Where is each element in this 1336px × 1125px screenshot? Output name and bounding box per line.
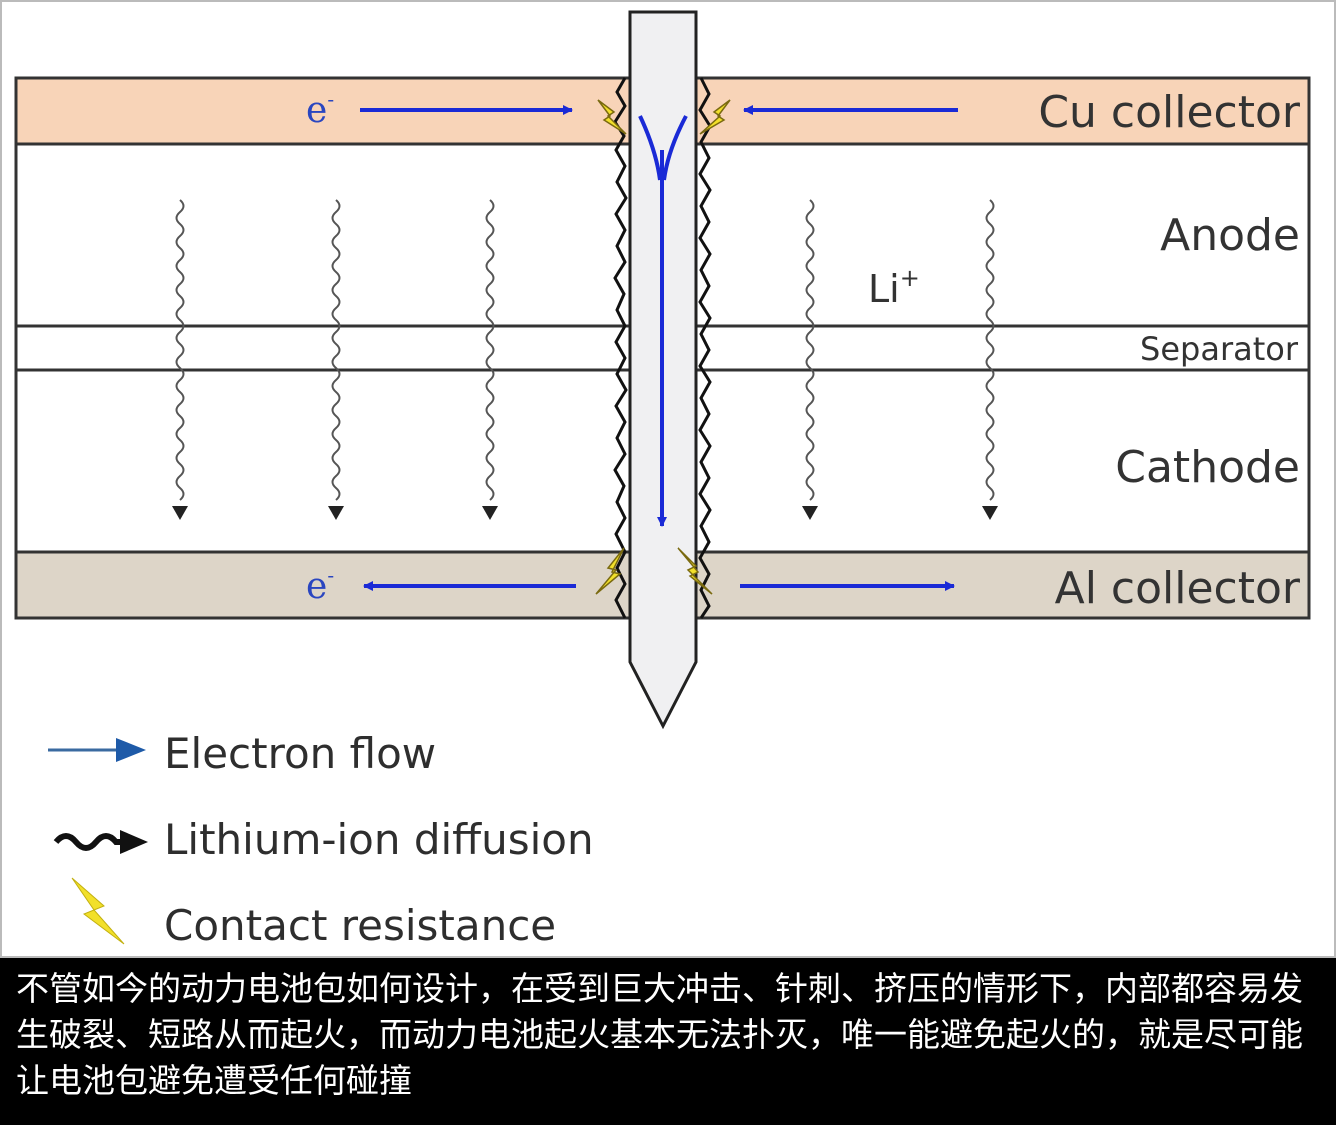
nail-penetration-diagram: Cu collector Anode Separator Cathode Al …	[0, 0, 1336, 958]
cu-electron-charge: -	[327, 87, 334, 111]
al-collector-label: Al collector	[1055, 563, 1301, 614]
lithium-diffusion-path	[331, 199, 341, 501]
right-fracture-edge	[698, 77, 712, 619]
contact-resistance-bolts	[595, 99, 731, 595]
lithium-diffusion-path	[485, 199, 495, 501]
electron-flow-arrows	[360, 105, 958, 591]
lithium-diffusion-arrowhead	[982, 506, 998, 520]
legend-lithium-diffusion-label: Lithium-ion diffusion	[164, 815, 594, 864]
anode-label: Anode	[1160, 210, 1300, 261]
caption-text: 不管如今的动力电池包如何设计，在受到巨大冲击、针刺、挤压的情形下，内部都容易发生…	[16, 969, 1303, 1100]
lithium-diffusion-arrowhead	[172, 506, 188, 520]
left-fracture-edge	[613, 77, 628, 619]
lithium-diffusion-arrowhead	[328, 506, 344, 520]
lithium-diffusion-arrowhead	[802, 506, 818, 520]
image-border	[0, 0, 1336, 958]
bolt-cu-right	[699, 99, 731, 135]
lithium-diffusion-path	[985, 199, 995, 501]
lithium-ion-diffusion-paths	[172, 199, 998, 520]
lithium-diffusion-path	[805, 199, 815, 501]
cu-collector-label: Cu collector	[1038, 87, 1301, 138]
legend-contact-resistance-icon	[71, 877, 125, 945]
legend-electron-flow-label: Electron flow	[164, 729, 436, 778]
nail-converge-left	[638, 115, 662, 181]
legend-contact-resistance-label: Contact resistance	[164, 901, 556, 950]
bolt-cu-left	[597, 99, 627, 135]
separator-label: Separator	[1140, 330, 1299, 368]
legend: Electron flow Lithium-ion diffusion Cont…	[48, 729, 594, 950]
lithium-ion-symbol: Li	[868, 267, 900, 311]
lithium-ion-label: Li+	[868, 264, 920, 311]
lithium-diffusion-path	[175, 199, 185, 501]
legend-lithium-diffusion-arrowhead	[120, 830, 148, 854]
cu-electron-label: e-	[306, 87, 334, 131]
bolt-al-right	[677, 547, 713, 595]
al-electron-symbol: e	[306, 566, 327, 607]
al-electron-charge: -	[327, 563, 334, 587]
caption-panel: 不管如今的动力电池包如何设计，在受到巨大冲击、针刺、挤压的情形下，内部都容易发生…	[0, 958, 1336, 1125]
lithium-diffusion-arrowhead	[482, 506, 498, 520]
cathode-label: Cathode	[1115, 442, 1300, 493]
bolt-al-left	[595, 547, 625, 595]
al-electron-label: e-	[306, 563, 334, 607]
legend-electron-flow-arrowhead	[116, 738, 146, 762]
legend-lithium-diffusion-icon	[53, 833, 126, 851]
lithium-ion-charge: +	[900, 264, 920, 292]
cu-electron-symbol: e	[306, 90, 327, 131]
nail-converge-right	[662, 115, 688, 181]
